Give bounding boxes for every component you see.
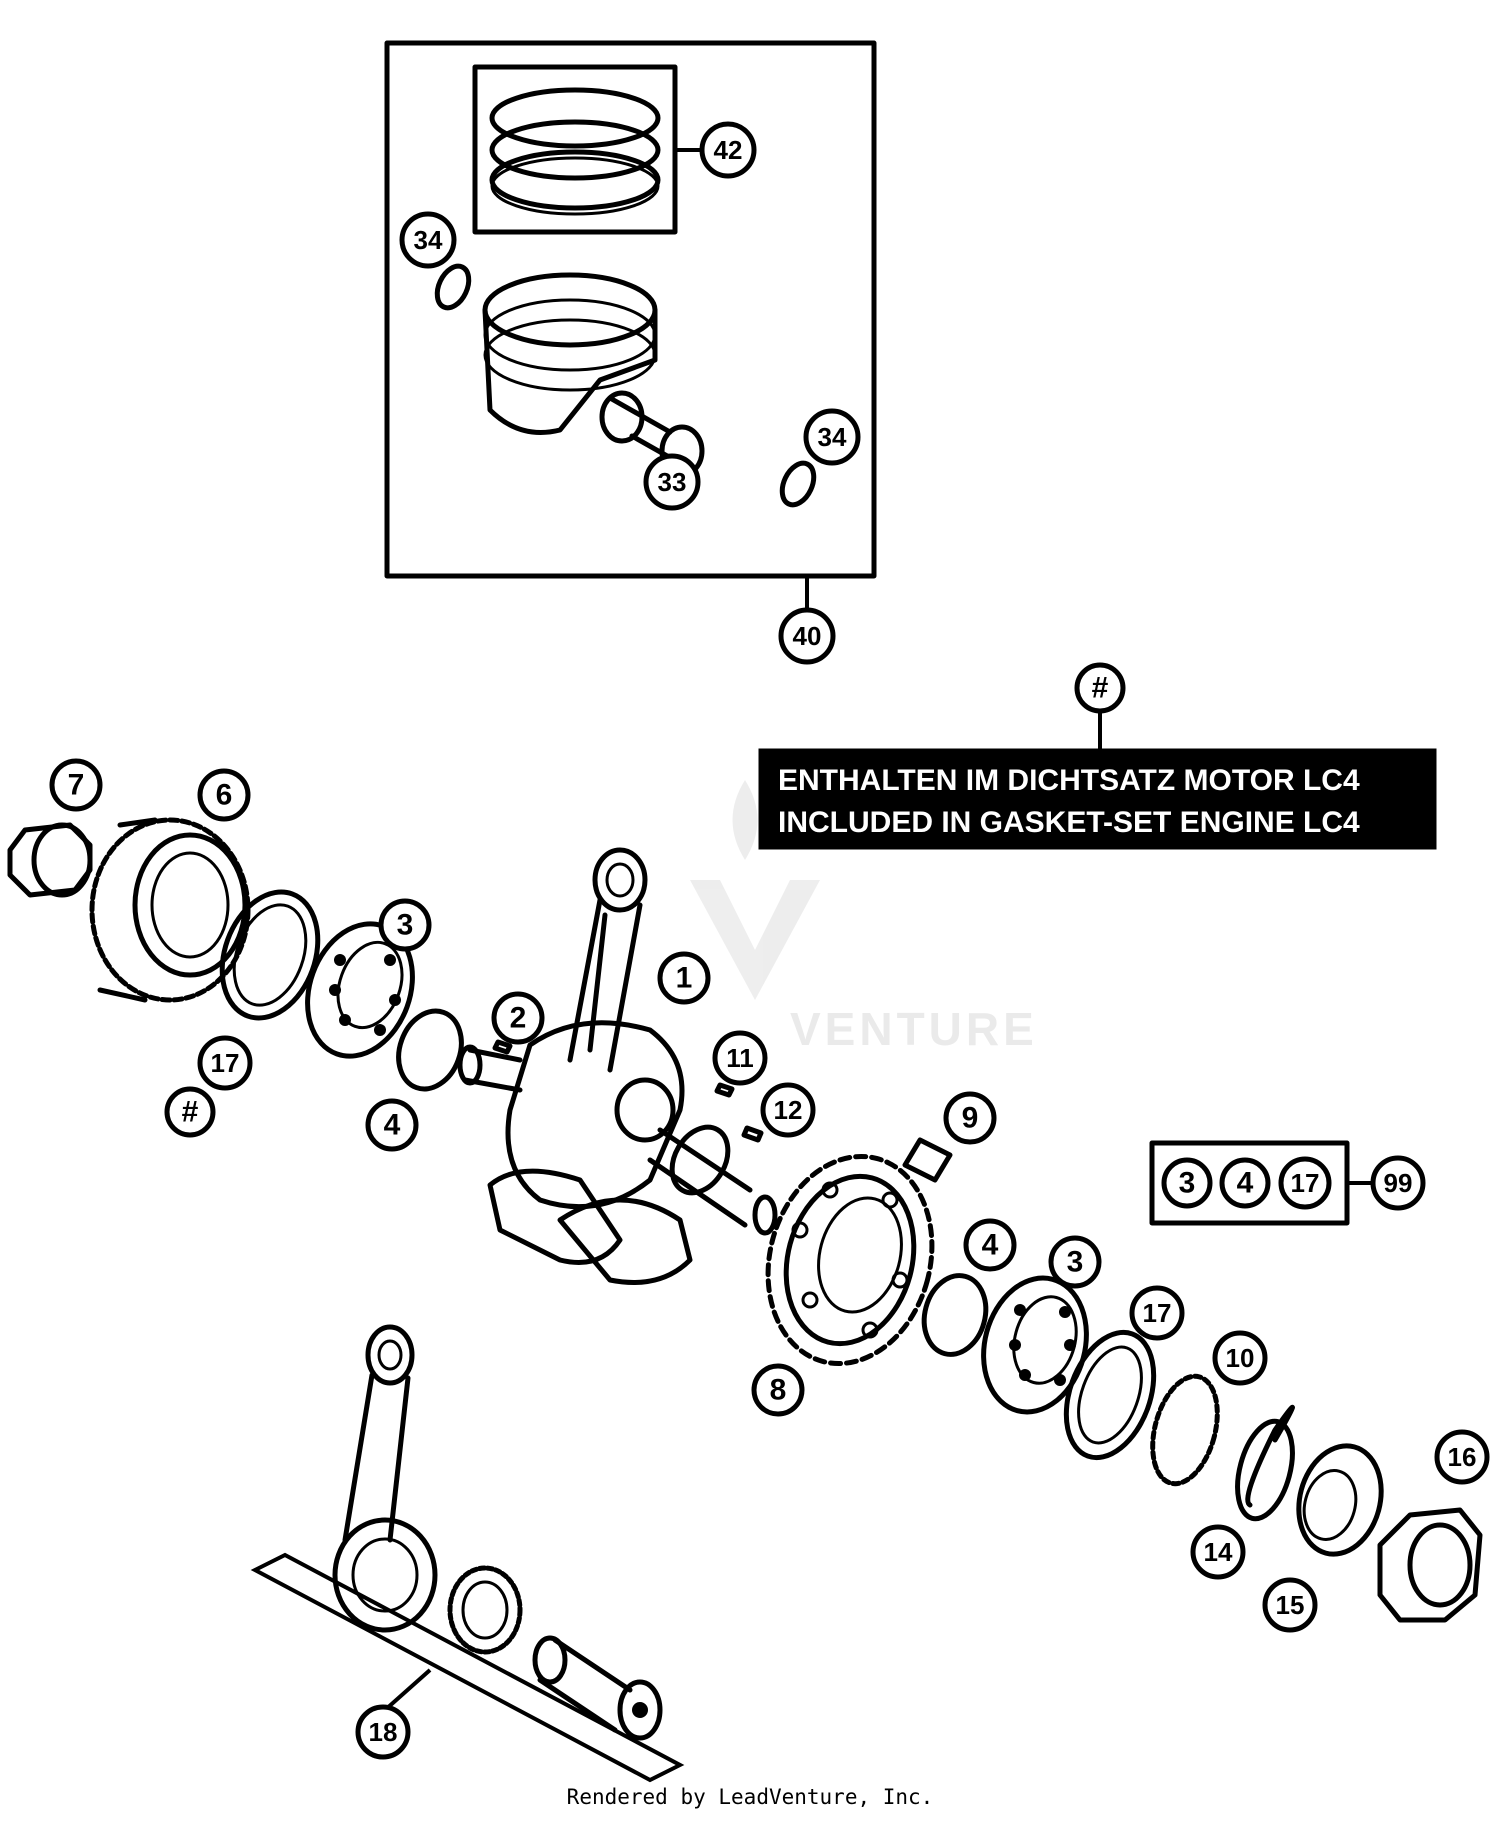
callout-kit-17[interactable]: 17 (1278, 1156, 1332, 1210)
crankshaft (457, 847, 778, 1285)
callout-34-top[interactable]: 34 (399, 211, 457, 269)
callouts: 42 34 34 33 40 # 7 6 3 1 2 17 # 4 11 12 … (49, 121, 1490, 1760)
circlip-right (779, 460, 817, 508)
svg-text:#: # (1092, 672, 1109, 705)
callout-34-right[interactable]: 34 (803, 408, 861, 466)
watermark-text: VENTURE (790, 1003, 1038, 1055)
svg-text:14: 14 (1204, 1537, 1233, 1567)
callout-hash-note[interactable]: # (1074, 662, 1126, 714)
svg-text:6: 6 (216, 779, 233, 812)
svg-text:17: 17 (211, 1048, 240, 1078)
svg-text:12: 12 (774, 1095, 803, 1125)
callout-1[interactable]: 1 (657, 951, 711, 1005)
svg-text:7: 7 (68, 769, 85, 802)
gasket-set-note: ENTHALTEN IM DICHTSATZ MOTOR LC4 INCLUDE… (758, 710, 1437, 850)
conrod-kit (250, 1324, 685, 1783)
svg-text:4: 4 (982, 1229, 999, 1262)
callout-9[interactable]: 9 (943, 1091, 997, 1145)
piston-rings (489, 87, 661, 216)
sprocket-8 (765, 1153, 935, 1367)
svg-text:16: 16 (1448, 1442, 1477, 1472)
svg-text:3: 3 (397, 909, 414, 942)
callout-18[interactable]: 18 (355, 1704, 411, 1760)
callout-17-left[interactable]: 17 (197, 1035, 253, 1091)
seal-17-left (219, 889, 321, 1021)
svg-text:3: 3 (1067, 1246, 1084, 1279)
callout-4-right[interactable]: 4 (963, 1218, 1017, 1272)
washer-15 (1296, 1443, 1384, 1557)
footer-credit: Rendered by LeadVenture, Inc. (566, 1785, 934, 1809)
callout-33[interactable]: 33 (643, 453, 701, 511)
callout-kit-3[interactable]: 3 (1161, 1157, 1213, 1209)
note-line-1: ENTHALTEN IM DICHTSATZ MOTOR LC4 (778, 764, 1360, 797)
callout-40[interactable]: 40 (778, 607, 836, 665)
callout-15[interactable]: 15 (1262, 1577, 1318, 1633)
note-line-2: INCLUDED IN GASKET-SET ENGINE LC4 (778, 806, 1360, 839)
svg-text:8: 8 (770, 1374, 787, 1407)
watermark-logo: VENTURE (690, 780, 1038, 1055)
callout-12[interactable]: 12 (760, 1082, 816, 1138)
shim-4-right (921, 1273, 989, 1357)
callout-7[interactable]: 7 (49, 758, 103, 812)
svg-text:4: 4 (384, 1109, 401, 1142)
svg-text:#: # (182, 1096, 199, 1129)
callout-8[interactable]: 8 (751, 1363, 805, 1417)
callout-11[interactable]: 11 (712, 1030, 768, 1086)
svg-text:17: 17 (1143, 1298, 1172, 1328)
nut-7 (7, 822, 93, 898)
callout-hash-left[interactable]: # (164, 1086, 216, 1138)
svg-text:42: 42 (714, 135, 743, 165)
svg-text:3: 3 (1179, 1167, 1196, 1200)
gear-6 (89, 817, 251, 1003)
callout-4-left[interactable]: 4 (365, 1098, 419, 1152)
callout-2[interactable]: 2 (491, 991, 545, 1045)
callout-16[interactable]: 16 (1434, 1429, 1490, 1485)
callout-10[interactable]: 10 (1212, 1330, 1268, 1386)
svg-text:40: 40 (793, 621, 822, 651)
svg-text:17: 17 (1291, 1168, 1320, 1198)
callout-kit-4[interactable]: 4 (1219, 1157, 1271, 1209)
callout-14[interactable]: 14 (1190, 1524, 1246, 1580)
seal-17-right (1063, 1329, 1157, 1461)
callout-17-right[interactable]: 17 (1129, 1285, 1185, 1341)
svg-text:4: 4 (1237, 1167, 1254, 1200)
svg-text:1: 1 (676, 962, 693, 995)
right-crank-side-parts (765, 1153, 1483, 1623)
circlip-left (434, 263, 472, 311)
gear-10 (1150, 1373, 1220, 1487)
svg-text:34: 34 (414, 225, 443, 255)
svg-text:99: 99 (1384, 1168, 1413, 1198)
svg-text:34: 34 (818, 422, 847, 452)
callout-99[interactable]: 99 (1370, 1155, 1426, 1211)
callout-3-right[interactable]: 3 (1048, 1235, 1102, 1289)
svg-text:10: 10 (1226, 1343, 1255, 1373)
svg-text:9: 9 (962, 1102, 979, 1135)
callout-42[interactable]: 42 (699, 121, 757, 179)
nut-16 (1377, 1507, 1483, 1623)
callout-3-left[interactable]: 3 (378, 898, 432, 952)
piston (482, 272, 658, 435)
svg-text:2: 2 (510, 1002, 527, 1035)
svg-text:11: 11 (726, 1043, 754, 1073)
piston-kit-group (384, 40, 877, 612)
snap-ring-14 (1245, 1405, 1295, 1508)
svg-text:18: 18 (369, 1717, 398, 1747)
piston-kit-frame (384, 40, 877, 579)
svg-text:33: 33 (658, 467, 687, 497)
svg-text:15: 15 (1276, 1590, 1305, 1620)
dowel-pin-9 (902, 1137, 953, 1183)
bearing-kit-box (1149, 1140, 1373, 1226)
callout-6[interactable]: 6 (197, 768, 251, 822)
